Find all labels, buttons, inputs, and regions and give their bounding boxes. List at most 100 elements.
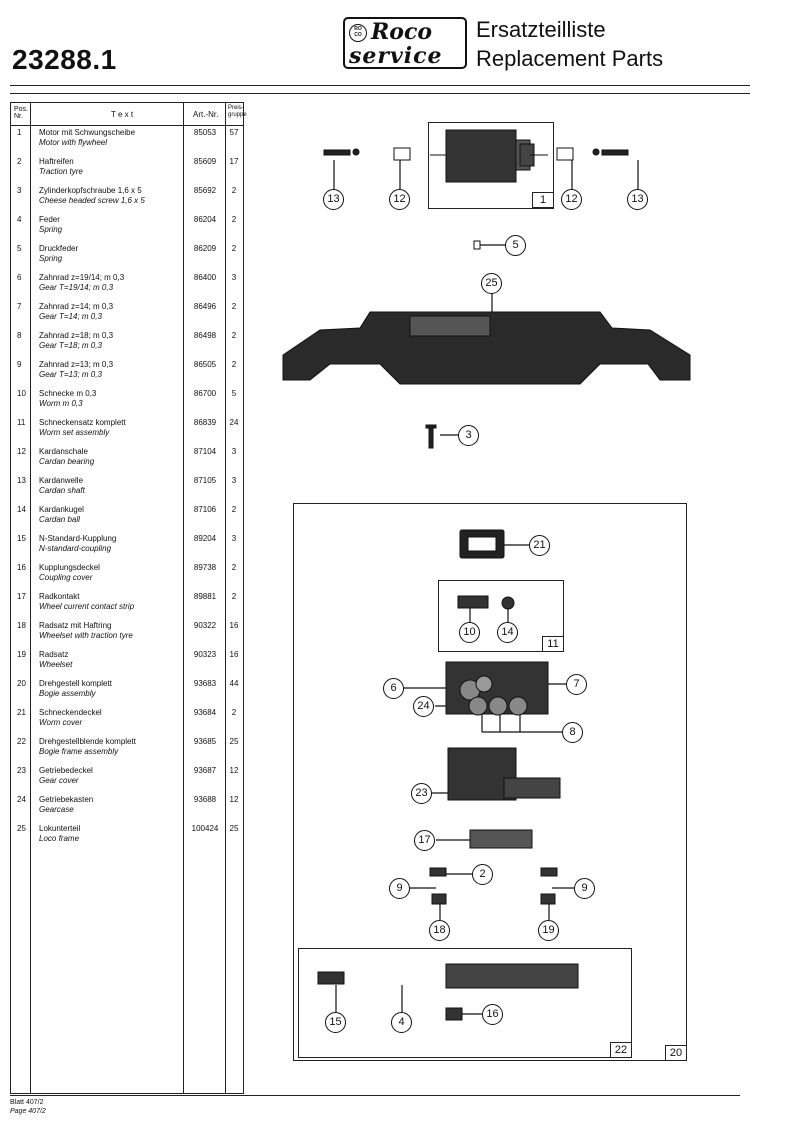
row-text-en: Traction tyre <box>39 167 83 176</box>
row-pos: 13 <box>17 476 26 485</box>
row-pos: 2 <box>17 157 22 166</box>
row-text-en: Wheelset <box>39 660 73 669</box>
callout-4: 4 <box>391 1012 412 1033</box>
row-art-nr: 100424 <box>191 824 219 833</box>
box-label-1: 1 <box>532 192 554 208</box>
row-price-group: 2 <box>231 186 237 195</box>
table-header: Pos. Nr. T e x t Art.-Nr. Preis-gruppe <box>11 103 247 126</box>
callout-9: 9 <box>389 878 410 899</box>
row-pos: 23 <box>17 766 26 775</box>
callout-3: 3 <box>458 425 479 446</box>
row-art-nr: 87106 <box>193 505 217 514</box>
row-text-de: Getriebedeckel <box>39 766 93 775</box>
row-text-en: N-standard-coupling <box>39 544 112 553</box>
motor-box <box>428 122 554 209</box>
row-price-group: 2 <box>231 563 237 572</box>
row-pos: 20 <box>17 679 26 688</box>
row-art-nr: 93685 <box>193 737 217 746</box>
row-text-en: Gear T=14; m 0,3 <box>39 312 102 321</box>
callout-19: 19 <box>538 920 559 941</box>
row-price-group: 2 <box>231 215 237 224</box>
row-text-en: Coupling cover <box>39 573 93 582</box>
title-german: Ersatzteilliste <box>476 17 606 42</box>
row-art-nr: 86209 <box>193 244 217 253</box>
col-grp-header: Preis-gruppe <box>228 105 247 118</box>
row-art-nr: 89738 <box>193 563 217 572</box>
row-price-group: 5 <box>231 389 237 398</box>
row-text-en: Gear T=19/14; m 0,3 <box>39 283 114 292</box>
row-price-group: 2 <box>231 302 237 311</box>
row-text-de: Zahnrad z=14; m 0,3 <box>39 302 114 311</box>
logo-brand: Roco <box>371 19 433 45</box>
row-pos: 18 <box>17 621 26 630</box>
callout-24: 24 <box>413 696 434 717</box>
row-price-group: 12 <box>229 795 239 804</box>
col-pos-header: Pos. Nr. <box>14 106 29 120</box>
row-price-group: 2 <box>231 331 237 340</box>
row-art-nr: 85692 <box>193 186 217 195</box>
col-divider <box>183 103 184 1093</box>
row-pos: 25 <box>17 824 26 833</box>
row-text-de: Kardanwelle <box>39 476 84 485</box>
worm-set-box <box>438 580 564 652</box>
row-pos: 10 <box>17 389 26 398</box>
callout-2: 2 <box>472 864 493 885</box>
header-rule-2 <box>10 93 750 94</box>
row-pos: 3 <box>17 186 22 195</box>
row-text-en: Cheese headed screw 1,6 x 5 <box>39 196 145 205</box>
box-label-11: 11 <box>542 636 564 652</box>
row-price-group: 24 <box>229 418 239 427</box>
row-art-nr: 86498 <box>193 331 217 340</box>
row-price-group: 2 <box>231 360 237 369</box>
callout-9: 9 <box>574 878 595 899</box>
row-text-de: Radsatz mit Haftring <box>39 621 112 630</box>
row-art-nr: 93687 <box>193 766 217 775</box>
row-text-en: Cardan bearing <box>39 457 95 466</box>
row-pos: 4 <box>17 215 22 224</box>
row-text-en: Worm set assembly <box>39 428 110 437</box>
footer-rule <box>10 1095 740 1096</box>
row-pos: 12 <box>17 447 26 456</box>
row-text-de: Zahnrad z=18; m 0,3 <box>39 331 114 340</box>
row-art-nr: 90323 <box>193 650 217 659</box>
row-text-en: Cardan shaft <box>39 486 85 495</box>
col-divider <box>30 103 31 1093</box>
callout-13: 13 <box>627 189 648 210</box>
callout-7: 7 <box>566 674 587 695</box>
row-pos: 19 <box>17 650 26 659</box>
callout-18: 18 <box>429 920 450 941</box>
callout-17: 17 <box>414 830 435 851</box>
row-art-nr: 86505 <box>193 360 217 369</box>
row-art-nr: 86400 <box>193 273 217 282</box>
row-price-group: 44 <box>229 679 239 688</box>
col-art-header: Art.-Nr. <box>193 110 219 119</box>
callout-6: 6 <box>383 678 404 699</box>
row-text-de: Zylinderkopfschraube 1,6 x 5 <box>39 186 142 195</box>
row-text-de: Haftreifen <box>39 157 74 166</box>
row-art-nr: 87104 <box>193 447 217 456</box>
row-price-group: 2 <box>231 244 237 253</box>
row-text-en: Wheel current contact strip <box>39 602 135 611</box>
row-pos: 11 <box>17 418 26 427</box>
row-price-group: 12 <box>229 766 239 775</box>
cardan-shaft-left <box>323 149 351 156</box>
row-text-en: Bogie frame assembly <box>39 747 119 756</box>
row-text-en: Wheelset with traction tyre <box>39 631 133 640</box>
row-art-nr: 87105 <box>193 476 217 485</box>
row-text-en: Gear T=13; m 0,3 <box>39 370 102 379</box>
row-text-de: Schneckendeckel <box>39 708 102 717</box>
row-text-de: Kardanschale <box>39 447 88 456</box>
row-art-nr: 86700 <box>193 389 217 398</box>
title-english: Replacement Parts <box>476 46 664 71</box>
row-text-de: Motor mit Schwungscheibe <box>39 128 136 137</box>
